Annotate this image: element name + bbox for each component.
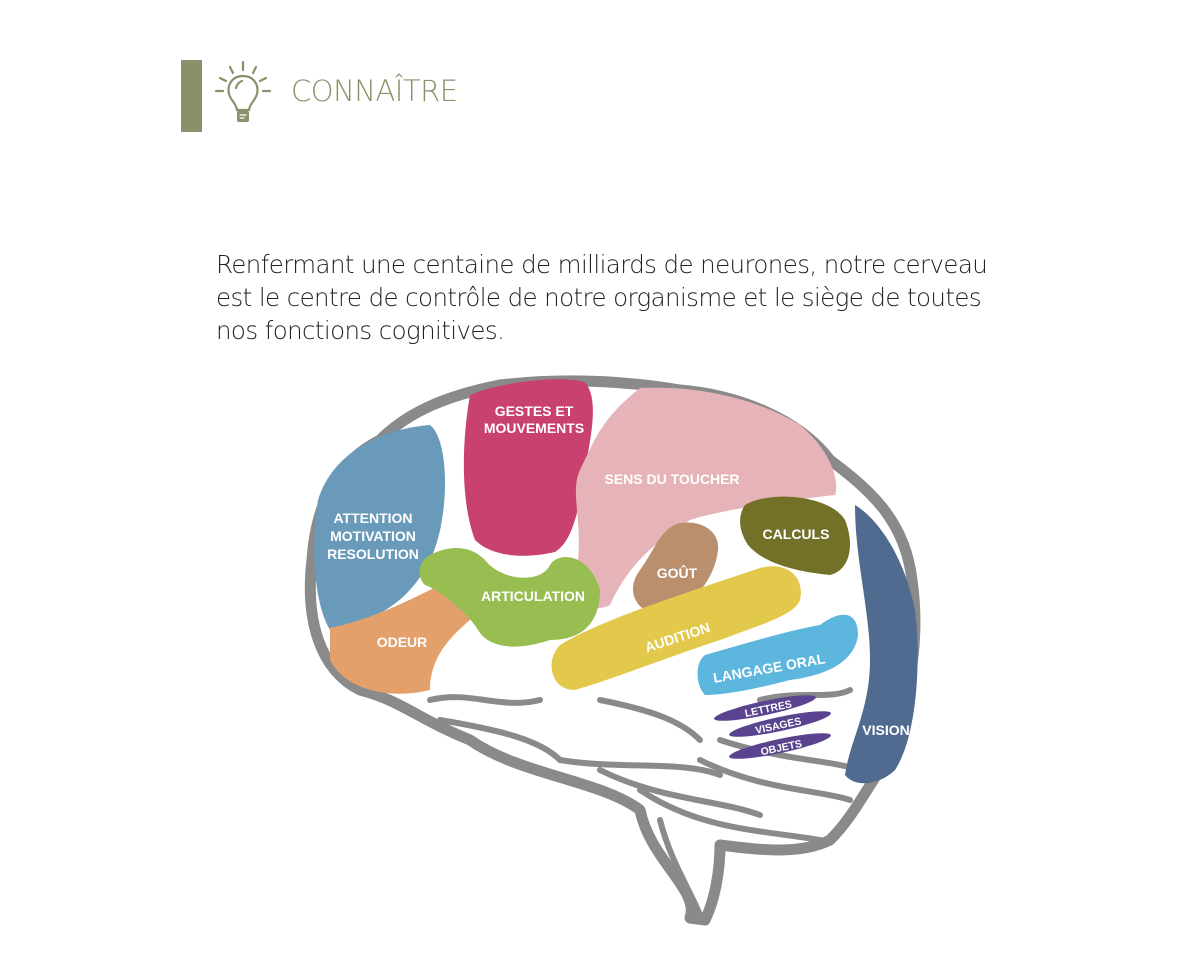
label-articulation: ARTICULATION xyxy=(481,588,585,604)
region-objets xyxy=(729,733,831,759)
label-resolution: RESOLUTION xyxy=(327,546,419,562)
intro-line: est le centre de contrôle de notre organ… xyxy=(216,283,982,312)
region-articulation xyxy=(419,548,600,647)
region-lettres xyxy=(714,695,816,721)
label-odeur: ODEUR xyxy=(377,634,428,650)
region-vision xyxy=(845,505,918,784)
region-langage xyxy=(697,614,858,695)
region-visages xyxy=(729,711,831,737)
label-toucher: SENS DU TOUCHER xyxy=(604,471,739,487)
label-gout: GOÛT xyxy=(657,564,698,581)
label-motivation: MOTIVATION xyxy=(330,528,416,544)
region-gestes xyxy=(463,379,593,556)
label-attention: ATTENTION xyxy=(333,510,412,526)
region-calculs xyxy=(740,496,850,575)
intro-line: Renfermant une centaine de milliards de … xyxy=(216,250,988,279)
region-toucher xyxy=(575,387,837,608)
region-attention xyxy=(314,425,445,630)
accent-bar xyxy=(181,60,202,132)
label-gestes: GESTES ET xyxy=(495,403,574,419)
label-vision: VISION xyxy=(862,722,909,738)
region-odeur xyxy=(330,584,479,694)
intro-line: nos fonctions cognitives. xyxy=(216,316,505,345)
lightbulb-icon xyxy=(214,60,272,122)
section-title: CONNAÎTRE xyxy=(291,74,458,108)
intro-text: Renfermant une centaine de milliards de … xyxy=(216,248,1056,347)
region-audition xyxy=(551,566,801,690)
label-calculs: CALCULS xyxy=(763,526,830,542)
label-mouvements: MOUVEMENTS xyxy=(484,420,584,436)
